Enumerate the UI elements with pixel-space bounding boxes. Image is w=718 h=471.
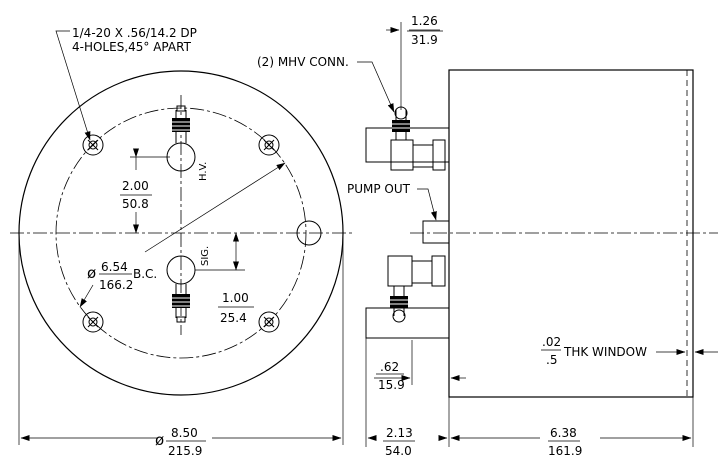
- hv-offset-dimension: [120, 148, 170, 234]
- hv-label: H.V.: [198, 162, 209, 181]
- sig-label: SIG.: [200, 246, 211, 266]
- flange-block-bottom: [365, 307, 450, 339]
- hv-offset-mm: 50.8: [122, 197, 149, 211]
- bolt-hole-upper-right: [258, 134, 280, 156]
- sig-offset-dimension: [195, 232, 254, 308]
- bolt-hole-upper-left: [82, 134, 104, 156]
- body-length-inch: 6.38: [550, 426, 577, 440]
- port-length-inch: 2.13: [386, 426, 413, 440]
- hv-offset-inch: 2.00: [122, 179, 149, 193]
- sig-offset-inch: 1.00: [222, 291, 249, 305]
- bc-arrow-line: [79, 284, 94, 308]
- port-length-dimension: [365, 338, 450, 447]
- flange-thickness-dimension: [374, 340, 466, 385]
- mhv-note: (2) MHV CONN.: [257, 55, 349, 69]
- holes-note-line2: 4-HOLES,45° APART: [72, 40, 192, 54]
- conn-dimension: [386, 22, 443, 110]
- front-view: H.V. SIG. 2.00 50.8 1.00 25.4 ø 6.54 166…: [10, 26, 352, 458]
- flange-thickness-mm: 15.9: [378, 378, 405, 392]
- overall-diameter-dimension: [18, 233, 344, 445]
- bc-inch: 6.54: [101, 260, 128, 274]
- pump-out-stub: [422, 220, 450, 244]
- bc-leader-line: [144, 162, 286, 253]
- window-thickness-label: THK WINDOW: [563, 345, 647, 359]
- bc-mm: 166.2: [99, 278, 133, 292]
- pump-out-leader: [417, 188, 437, 221]
- overall-dia-symbol: ø: [155, 431, 164, 449]
- overall-dia-mm: 215.9: [168, 444, 202, 458]
- side-view: (2) MHV CONN. PUMP OUT 1.26 31.9 .62 15.…: [257, 14, 718, 458]
- window-thickness-mm: .5: [546, 353, 557, 367]
- pump-port-circle: [296, 220, 322, 246]
- hv-connector-front: [166, 105, 196, 172]
- window-thickness-inch: .02: [542, 335, 561, 349]
- sig-connector-side: [387, 255, 446, 323]
- body-length-mm: 161.9: [548, 444, 582, 458]
- pump-out-note: PUMP OUT: [347, 182, 411, 196]
- port-length-mm: 54.0: [385, 444, 412, 458]
- bc-label: B.C.: [133, 267, 157, 281]
- flange-block-top: [365, 127, 450, 163]
- mhv-leader: [357, 61, 395, 113]
- sig-connector-front: [166, 255, 196, 323]
- overall-dia-inch: 8.50: [171, 426, 198, 440]
- bolt-hole-lower-right: [258, 311, 280, 333]
- sig-offset-mm: 25.4: [220, 311, 247, 325]
- bc-dia-symbol: ø: [87, 264, 96, 282]
- flange-thickness-inch: .62: [380, 360, 399, 374]
- conn-mm: 31.9: [411, 33, 438, 47]
- body-length-dimension: [450, 397, 694, 447]
- hv-connector-side: [390, 106, 446, 171]
- bolt-hole-lower-left: [82, 311, 104, 333]
- holes-note-leader: [55, 30, 91, 141]
- holes-note-line1: 1/4-20 X .56/14.2 DP: [72, 26, 197, 40]
- conn-inch: 1.26: [411, 14, 438, 28]
